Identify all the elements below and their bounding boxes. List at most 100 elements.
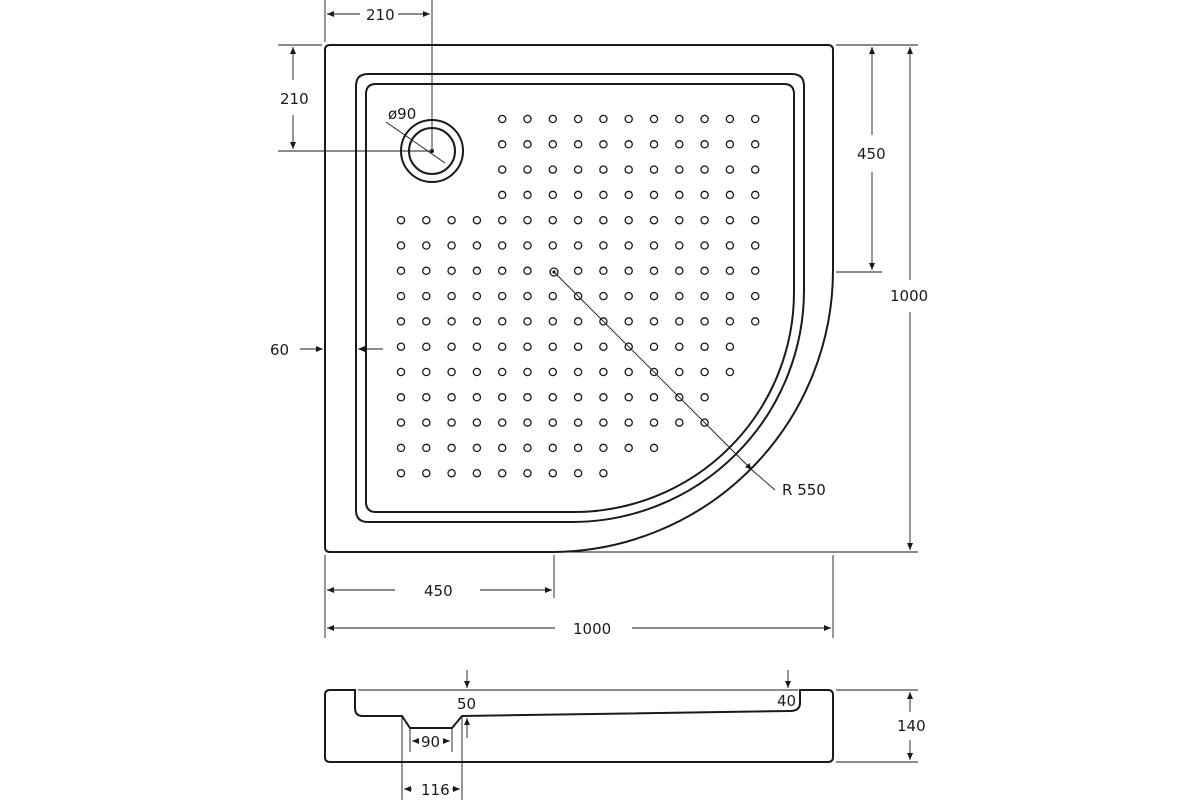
anti-slip-hole: [472, 418, 482, 427]
dim-width-label: 1000: [573, 620, 611, 638]
anti-slip-hole: [700, 215, 709, 225]
dim-depth-drain-label: 50: [457, 695, 476, 713]
anti-slip-hole: [497, 418, 507, 427]
anti-slip-hole: [624, 443, 633, 453]
anti-slip-hole: [649, 190, 659, 200]
anti-slip-hole: [497, 317, 507, 326]
anti-slip-hole: [624, 393, 633, 402]
anti-slip-hole: [472, 241, 482, 250]
anti-slip-hole: [725, 215, 735, 225]
anti-slip-hole: [523, 367, 532, 377]
anti-slip-hole: [422, 291, 431, 301]
anti-slip-hole: [675, 393, 684, 402]
anti-slip-hole: [396, 317, 406, 326]
anti-slip-hole: [523, 291, 532, 301]
anti-slip-hole: [649, 367, 659, 377]
anti-slip-hole: [548, 342, 558, 351]
anti-slip-hole: [573, 140, 583, 149]
anti-slip-hole: [599, 342, 608, 351]
drain-diameter-label: ø90: [388, 105, 416, 123]
anti-slip-hole: [675, 418, 684, 427]
radius-label: R 550: [782, 481, 826, 499]
radius-leader-line: [553, 271, 753, 471]
anti-slip-hole: [624, 114, 633, 124]
anti-slip-hole: [422, 367, 431, 377]
section-profile: [324, 689, 834, 763]
anti-slip-hole: [422, 443, 431, 453]
anti-slip-hole: [624, 140, 633, 149]
dim-rim-label: 60: [270, 341, 289, 359]
anti-slip-hole: [548, 367, 558, 377]
anti-slip-hole: [573, 114, 583, 124]
anti-slip-hole: [675, 342, 684, 351]
dim-drain-width-label: 90: [421, 733, 440, 751]
anti-slip-hole: [573, 190, 583, 200]
anti-slip-hole: [497, 165, 507, 174]
section-view: 50 40 140 90 116: [324, 670, 926, 800]
anti-slip-hole: [573, 342, 583, 351]
anti-slip-hole: [750, 165, 760, 174]
dim-drain-offset-label: 116: [421, 781, 450, 799]
anti-slip-hole: [396, 393, 406, 402]
anti-slip-hole: [523, 317, 532, 326]
anti-slip-hole: [573, 165, 583, 174]
anti-slip-hole: [624, 367, 633, 377]
anti-slip-hole: [523, 393, 532, 402]
anti-slip-hole: [700, 114, 709, 124]
anti-slip-hole: [472, 215, 482, 225]
anti-slip-hole: [396, 342, 406, 351]
anti-slip-hole: [422, 468, 431, 478]
anti-slip-hole: [599, 317, 608, 326]
anti-slip-hole: [548, 443, 558, 453]
anti-slip-hole: [725, 317, 735, 326]
anti-slip-hole: [497, 190, 507, 200]
anti-slip-hole: [750, 114, 760, 124]
anti-slip-hole: [422, 418, 431, 427]
anti-slip-hole: [422, 215, 431, 225]
dim-total-height-label: 140: [897, 717, 926, 735]
anti-slip-hole: [725, 291, 735, 301]
anti-slip-hole: [523, 165, 532, 174]
anti-slip-hole: [750, 291, 760, 301]
anti-slip-holes: [396, 114, 760, 478]
tray-basin-outline: [365, 83, 795, 513]
anti-slip-hole: [497, 291, 507, 301]
anti-slip-hole: [599, 418, 608, 427]
anti-slip-hole: [548, 215, 558, 225]
anti-slip-hole: [548, 190, 558, 200]
anti-slip-hole: [649, 140, 659, 149]
anti-slip-hole: [573, 367, 583, 377]
anti-slip-hole: [472, 266, 482, 276]
tray-rim-outline: [355, 73, 805, 523]
anti-slip-hole: [599, 215, 608, 225]
anti-slip-hole: [700, 266, 709, 276]
anti-slip-hole: [599, 367, 608, 377]
anti-slip-hole: [396, 443, 406, 453]
anti-slip-hole: [422, 342, 431, 351]
anti-slip-hole: [548, 393, 558, 402]
anti-slip-hole: [599, 291, 608, 301]
anti-slip-hole: [573, 443, 583, 453]
anti-slip-hole: [523, 342, 532, 351]
anti-slip-hole: [497, 367, 507, 377]
radius-center-mark: [549, 267, 559, 277]
anti-slip-hole: [725, 165, 735, 174]
anti-slip-hole: [649, 317, 659, 326]
anti-slip-hole: [472, 367, 482, 377]
anti-slip-hole: [599, 241, 608, 250]
anti-slip-hole: [422, 317, 431, 326]
anti-slip-hole: [396, 291, 406, 301]
anti-slip-hole: [523, 114, 532, 124]
anti-slip-hole: [523, 418, 532, 427]
anti-slip-hole: [396, 241, 406, 250]
anti-slip-hole: [599, 443, 608, 453]
radius-leader-tail: [751, 469, 776, 491]
anti-slip-hole: [396, 215, 406, 225]
anti-slip-hole: [599, 266, 608, 276]
anti-slip-hole: [675, 317, 684, 326]
anti-slip-hole: [599, 165, 608, 174]
anti-slip-hole: [649, 393, 659, 402]
dim-depth-far-label: 40: [777, 692, 796, 710]
anti-slip-hole: [624, 241, 633, 250]
dim-corner-bottom-label: 450: [424, 582, 453, 600]
